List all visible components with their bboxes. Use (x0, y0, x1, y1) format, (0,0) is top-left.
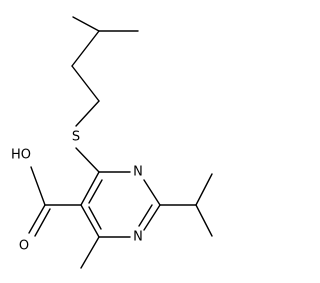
bond-terminal-methyl-left (72, 16, 100, 32)
ring-nitrogen-lower-label: N (133, 230, 143, 245)
pyrimidine-ring (80, 171, 161, 238)
ring-nitrogen-upper-label: N (133, 165, 143, 180)
bond-carboxyl-to-hydroxyl (30, 166, 46, 206)
bond-carbonyl-double-inner (34, 208, 51, 237)
bond-carbonyl-double-outer (28, 204, 46, 234)
bond-ring-methyl (80, 236, 100, 269)
ring-bond-n3-c2 (143, 179, 161, 206)
isopentyl-chain (71, 16, 139, 127)
bond-chain-1 (71, 30, 100, 67)
bond-sulfur-to-ring (75, 147, 100, 173)
isopropyl-group (159, 173, 213, 237)
ring-double-bond-c6-c5-inner (88, 206, 102, 230)
ring-double-bond-c5-c4-inner (88, 179, 103, 204)
molecule-structure-diagram: S N N HO O (11, 16, 213, 269)
ring-bond-c5-c4 (80, 171, 100, 206)
bond-chain-to-sulfur (75, 100, 100, 127)
hydroxyl-label: HO (11, 148, 31, 163)
ring-bond-c2-n1 (143, 204, 161, 231)
carboxylic-acid-group (28, 166, 82, 237)
ring-bond-c6-c5 (80, 204, 100, 238)
carbonyl-oxygen-label: O (19, 239, 29, 254)
bond-isopropyl-methyl-up (195, 173, 213, 206)
sulfur-atom-label: S (72, 130, 80, 145)
ring-double-bond-c2-n1-inner (138, 204, 153, 227)
bond-chain-2 (71, 65, 100, 102)
bond-isopropyl-methyl-down (195, 204, 213, 237)
